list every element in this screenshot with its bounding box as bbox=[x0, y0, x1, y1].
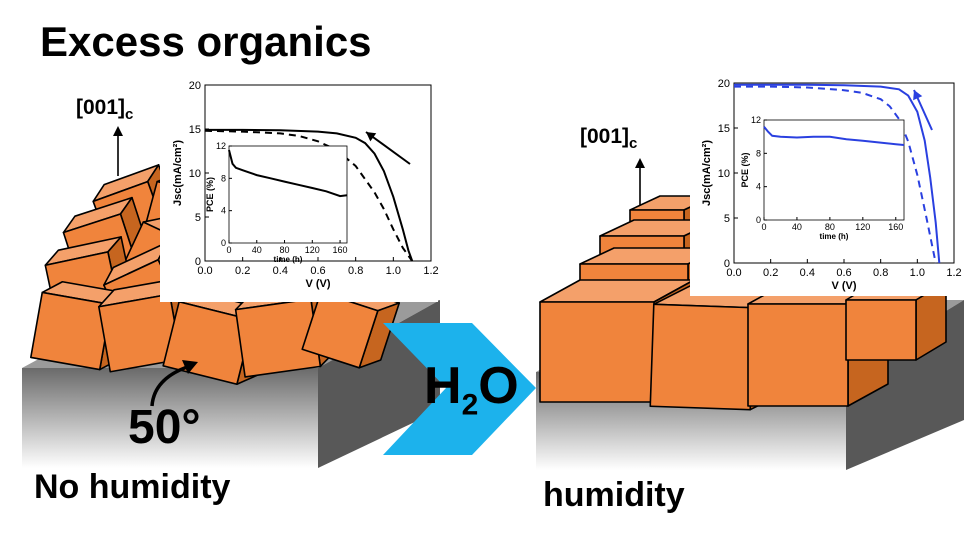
y-tick-label: 10 bbox=[718, 168, 730, 180]
tilt-angle-label: 50° bbox=[128, 401, 201, 454]
inset-y-tick-label: 8 bbox=[221, 173, 226, 183]
no-humidity-label: No humidity bbox=[34, 468, 231, 506]
inset-x-tick-label: 120 bbox=[305, 245, 320, 255]
inset-x-tick-label: 160 bbox=[888, 222, 903, 232]
x-tick-label: 0.0 bbox=[726, 267, 741, 279]
y-tick-label: 10 bbox=[189, 168, 201, 180]
inset-x-tick-label: 80 bbox=[280, 245, 290, 255]
inset-y-tick-label: 12 bbox=[751, 115, 761, 125]
x-tick-label: 0.4 bbox=[273, 265, 288, 277]
h2o-arrow bbox=[383, 323, 536, 455]
y-axis-label: Jsc(mA/cm²) bbox=[172, 140, 184, 206]
tilt-angle-arrow bbox=[150, 360, 198, 407]
y-tick-label: 20 bbox=[189, 80, 201, 92]
jv-series-solid bbox=[205, 128, 414, 262]
jv-chart-right: 0.0 0.2 0.4 0.6 0.8 1.0 1.2 0 5 10 15 20 V (V) Jsc(mA… bbox=[690, 68, 962, 296]
x-tick-label: 1.2 bbox=[946, 267, 961, 279]
x-tick-label: 0.6 bbox=[836, 267, 851, 279]
jv-series-dashed bbox=[734, 85, 937, 264]
sweep-arrow-head bbox=[366, 132, 377, 142]
inset-frame bbox=[228, 145, 348, 244]
inset-frame bbox=[763, 119, 905, 221]
humidity-label: humidity bbox=[543, 476, 685, 514]
y-tick-label: 5 bbox=[195, 212, 201, 224]
x-tick-label: 0.6 bbox=[310, 265, 325, 277]
x-tick-label: 0.0 bbox=[197, 265, 212, 277]
x-tick-label: 1.0 bbox=[386, 265, 401, 277]
direction-arrow-right bbox=[635, 158, 645, 205]
y-tick-label: 5 bbox=[724, 213, 730, 225]
y-tick-label: 15 bbox=[718, 123, 730, 135]
jv-chart-left: 0.0 0.2 0.4 0.6 0.8 1.0 1.2 0 5 10 15 20 V (V) Jsc(mA… bbox=[160, 72, 439, 302]
inset-x-tick-label: 120 bbox=[855, 222, 870, 232]
inset-y-tick-label: 4 bbox=[221, 206, 226, 216]
jv-series-solid bbox=[734, 83, 941, 264]
inset-y-tick-label: 0 bbox=[756, 215, 761, 225]
title: Excess organics bbox=[40, 18, 372, 65]
direction-label-right: [001]c bbox=[580, 125, 638, 153]
x-tick-label: 0.4 bbox=[800, 267, 815, 279]
y-tick-label: 0 bbox=[195, 256, 201, 268]
sweep-direction-arrow bbox=[365, 131, 411, 165]
inset-y-tick-label: 8 bbox=[756, 148, 761, 158]
direction-arrow-left bbox=[113, 126, 123, 176]
y-tick-label: 20 bbox=[718, 78, 730, 90]
inset-x-axis-label: time (h) bbox=[820, 232, 849, 241]
pce-series bbox=[228, 149, 348, 198]
inset-y-tick-label: 12 bbox=[216, 141, 226, 151]
inset-y-tick-label: 0 bbox=[221, 238, 226, 248]
inset-x-tick-label: 0 bbox=[761, 222, 766, 232]
x-tick-label: 0.2 bbox=[235, 265, 250, 277]
sweep-arrow-head bbox=[913, 90, 923, 101]
y-axis-label: Jsc(mA/cm²) bbox=[701, 140, 713, 206]
x-axis-label: V (V) bbox=[831, 280, 856, 292]
inset-y-tick-label: 4 bbox=[756, 182, 761, 192]
inset-x-tick-label: 160 bbox=[333, 245, 348, 255]
x-axis-label: V (V) bbox=[305, 278, 330, 290]
direction-label-left: [001]c bbox=[76, 96, 134, 124]
y-tick-label: 0 bbox=[724, 258, 730, 270]
x-tick-label: 0.8 bbox=[348, 265, 363, 277]
inset-y-axis-label: PCE (%) bbox=[740, 152, 750, 187]
x-tick-label: 0.8 bbox=[873, 267, 888, 279]
x-tick-label: 1.0 bbox=[910, 267, 925, 279]
h2o-label: H2O bbox=[424, 357, 519, 422]
inset-x-tick-label: 80 bbox=[825, 222, 835, 232]
pce-series bbox=[763, 126, 905, 146]
x-tick-label: 1.2 bbox=[423, 265, 438, 277]
inset-x-tick-label: 40 bbox=[792, 222, 802, 232]
x-tick-label: 0.2 bbox=[763, 267, 778, 279]
inset-x-axis-label: time (h) bbox=[274, 255, 303, 264]
inset-y-axis-label: PCE (%) bbox=[205, 177, 215, 212]
y-tick-label: 15 bbox=[189, 124, 201, 136]
inset-x-tick-label: 0 bbox=[226, 245, 231, 255]
inset-x-tick-label: 40 bbox=[252, 245, 262, 255]
